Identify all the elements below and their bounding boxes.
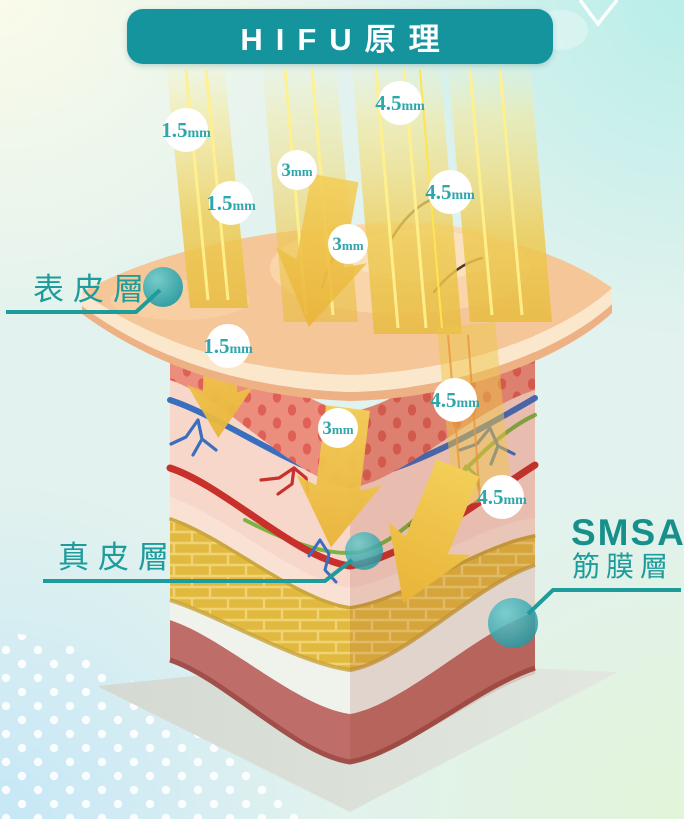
depth-badge: 1.5mm <box>206 181 256 225</box>
svg-text:4.5mm: 4.5mm <box>425 180 475 204</box>
depth-badge: 3mm <box>328 224 368 264</box>
title-banner: HIFU原理 <box>127 9 553 64</box>
depth-badge: 4.5mm <box>375 81 425 125</box>
triangle-outline-decoration <box>578 0 619 27</box>
layer-annotations: 表皮層 真皮層 SMSA 筋膜層 <box>6 272 684 616</box>
epidermis-label: 表皮層 <box>33 272 153 307</box>
svg-text:3mm: 3mm <box>281 160 312 181</box>
title-text: HIFU原理 <box>240 22 453 57</box>
svg-text:4.5mm: 4.5mm <box>430 388 480 412</box>
polka-dots-decoration <box>0 630 310 819</box>
svg-text:4.5mm: 4.5mm <box>375 91 425 115</box>
depth-badge: 4.5mm <box>430 378 480 422</box>
svg-text:1.5mm: 1.5mm <box>206 191 256 215</box>
svg-text:4.5mm: 4.5mm <box>477 485 527 509</box>
beam-3 <box>352 64 462 334</box>
dermis-label: 真皮層 <box>58 540 178 575</box>
dermis-focus-dot <box>345 532 383 570</box>
smas-focus-dot <box>488 598 538 648</box>
svg-text:3mm: 3mm <box>322 418 353 439</box>
smas-pointer-line <box>526 588 681 616</box>
dermis-lower-strip <box>170 497 535 606</box>
smas-layer <box>170 565 535 714</box>
dermis-pointer-line <box>43 558 354 583</box>
smas-title-label: SMSA <box>571 512 684 553</box>
smas-subtitle-label: 筋膜層 <box>572 551 674 582</box>
depth-badge: 3mm <box>318 408 358 448</box>
depth-badge: 4.5mm <box>477 475 527 519</box>
muscle-layer <box>169 612 536 765</box>
depth-badge: 1.5mm <box>161 108 211 152</box>
depth-badge: 1.5mm <box>203 324 253 368</box>
svg-text:1.5mm: 1.5mm <box>203 334 253 358</box>
depth-badges: 1.5mm 4.5mm 3mm 1.5mm 4.5mm 3mm <box>161 81 527 519</box>
svg-text:1.5mm: 1.5mm <box>161 118 211 142</box>
svg-text:3mm: 3mm <box>332 234 363 255</box>
epidermis-pointer-line <box>6 288 162 314</box>
depth-badge: 4.5mm <box>425 170 475 214</box>
depth-badge: 3mm <box>277 150 317 190</box>
